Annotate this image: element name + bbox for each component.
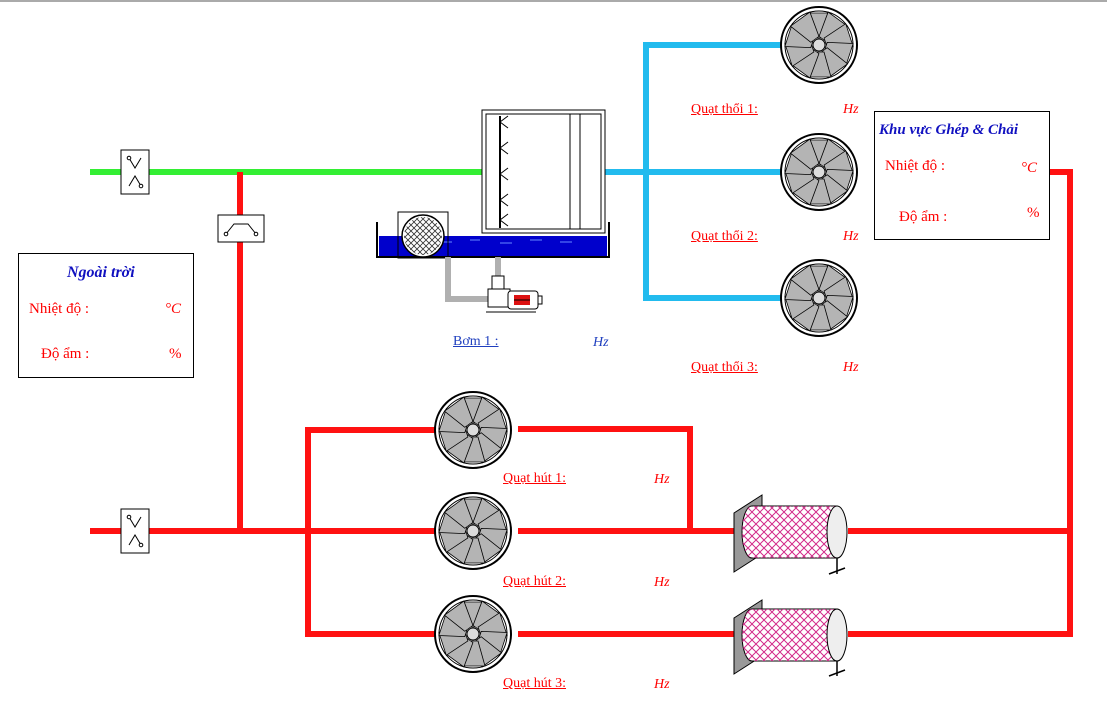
outdoor-temp-unit: °C [165,301,182,317]
supply-fan-3-icon[interactable] [780,259,858,337]
supply-fan-2-unit: Hz [843,229,859,244]
exhaust-fan-2-label[interactable]: Quạt hút 2: [503,574,566,589]
exhaust-fan-2-unit: Hz [654,575,670,590]
exhaust-fan-3-label[interactable]: Quạt hút 3: [503,676,566,691]
evaporative-cooler [481,109,606,234]
exhaust-fan-3-icon[interactable] [434,595,512,673]
outdoor-title: Ngoài trời [67,264,135,281]
outdoor-temp-label: Nhiệt độ : [29,301,89,317]
exhaust-damper[interactable] [120,508,150,554]
supply-air-duct [605,42,782,301]
zone-temp-label: Nhiệt độ : [885,158,945,174]
supply-fan-3-unit: Hz [843,360,859,375]
zone-hum-label: Độ ẩm : [899,209,948,225]
supply-fan-3-label[interactable]: Quạt thổi 3: [691,360,758,375]
exhaust-fan-1-label[interactable]: Quạt hút 1: [503,471,566,486]
zone-hum-unit: % [1027,205,1040,221]
zone-title: Khu vực Ghép & Chải [879,122,1019,138]
supply-fan-1-icon[interactable] [780,6,858,84]
pump-label[interactable]: Bơm 1 : [453,334,499,349]
drum-filter-1-icon[interactable] [733,494,848,575]
pump-unit: Hz [593,335,609,350]
mixing-damper[interactable] [217,214,265,243]
supply-fan-1-label[interactable]: Quạt thổi 1: [691,102,758,117]
exhaust-fan-3-unit: Hz [654,677,670,692]
outdoor-hum-label: Độ ẩm : [41,346,90,362]
exhaust-fan-1-icon[interactable] [434,391,512,469]
tank-filter-screen [397,211,449,259]
supply-fan-2-label[interactable]: Quạt thổi 2: [691,229,758,244]
supply-fan-2-icon[interactable] [780,133,858,211]
zone-panel: Khu vực Ghép & Chải Nhiệt độ : °C Độ ẩm … [874,111,1050,240]
fresh-air-damper[interactable] [120,149,150,195]
outdoor-hum-unit: % [169,346,182,362]
drum-filter-2-icon[interactable] [733,599,848,677]
zone-temp-unit: °C [1021,160,1038,176]
exhaust-fan-2-icon[interactable] [434,492,512,570]
exhaust-fan-1-unit: Hz [654,472,670,487]
outdoor-panel: Ngoài trời Nhiệt độ : °C Độ ẩm : % [18,253,194,378]
pump-icon[interactable] [486,275,543,313]
supply-fan-1-unit: Hz [843,102,859,117]
